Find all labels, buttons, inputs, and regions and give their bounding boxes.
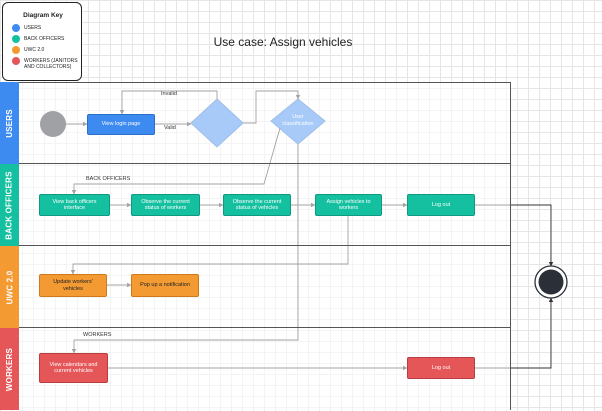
- observe-vehicles-status-node: Observe the current status of vehicles: [223, 194, 291, 216]
- lane-label-uwc: UWC 2.0: [0, 246, 19, 328]
- edge-label-valid: Valid: [164, 125, 176, 131]
- update-workers-vehicles-node: Update workers' vehicles: [39, 274, 107, 297]
- lane-uwc: [19, 246, 511, 328]
- lane-title-uwc: UWC 2.0: [5, 270, 15, 304]
- observe-workers-status-node: Observe the current status of workers: [131, 194, 200, 216]
- legend-dot-back-officers: [12, 35, 20, 43]
- view-calendars-node: View calendars and current vehicles: [39, 353, 108, 383]
- edge-label-back-officers: BACK OFFICERS: [86, 176, 131, 182]
- legend-label-workers: WORKERS (JANITORS AND COLLECTORS): [24, 58, 78, 70]
- user-classification-label: User classification: [282, 114, 314, 127]
- end-node: [538, 269, 564, 295]
- legend-label-back-officers: BACK OFFICERS: [24, 36, 65, 42]
- legend-label-users: USERS: [24, 25, 42, 31]
- lane-title-workers: WORKERS: [5, 347, 14, 391]
- logout-workers-node: Log out: [407, 357, 475, 379]
- edge-label-invalid: Invalid: [161, 91, 177, 97]
- edge-label-workers: WORKERS: [83, 332, 112, 338]
- lane-label-back-officers: BACK OFFICERS: [0, 164, 19, 246]
- popup-notification-node: Pop up a notification: [131, 274, 199, 297]
- lane-label-workers: WORKERS: [0, 328, 19, 410]
- legend-dot-workers: [12, 57, 20, 65]
- legend-dot-users: [12, 24, 20, 32]
- diagram-title: Use case: Assign vehicles: [214, 35, 353, 49]
- view-back-officers-interface-node: View back officers interface: [39, 194, 110, 216]
- diagram-key: Diagram Key USERS BACK OFFICERS UWC 2.0 …: [2, 2, 82, 81]
- legend-label-uwc: UWC 2.0: [24, 47, 45, 53]
- diagram-key-title: Diagram Key: [23, 12, 63, 19]
- lane-label-users: USERS: [0, 82, 19, 164]
- lane-title-users: USERS: [5, 108, 14, 138]
- lane-title-back-officers: BACK OFFICERS: [5, 170, 15, 240]
- logout-back-officers-node: Log out: [407, 194, 475, 216]
- view-login-page-node: View login page: [87, 114, 155, 135]
- assign-vehicles-node: Assign vehicles to workers: [315, 194, 382, 216]
- legend-dot-uwc: [12, 46, 20, 54]
